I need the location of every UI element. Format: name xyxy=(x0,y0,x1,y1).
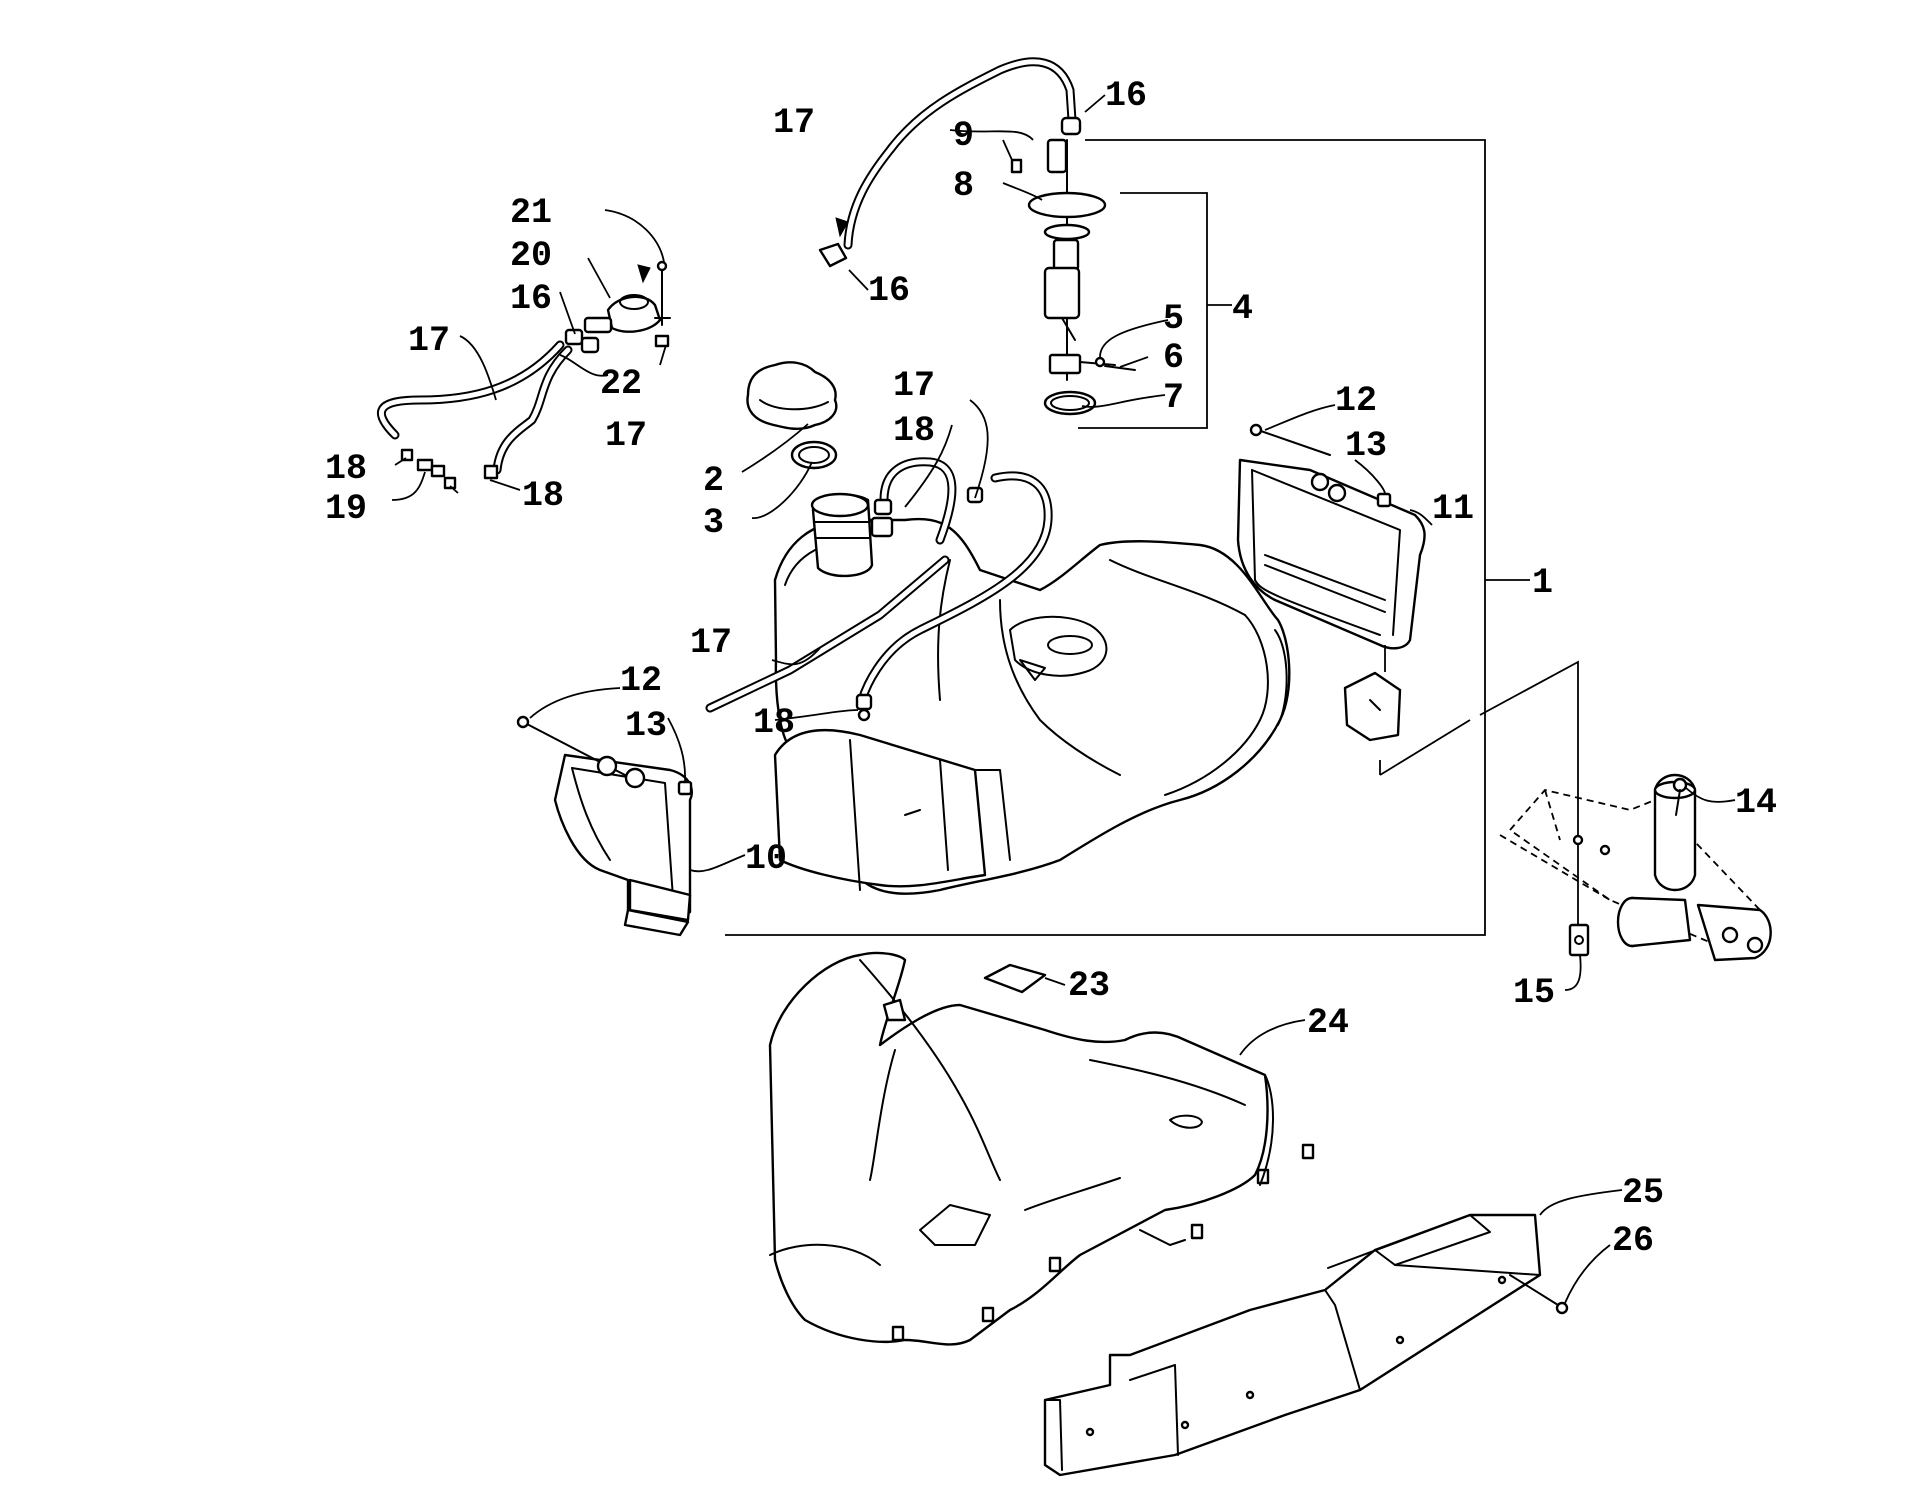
callout-leaders xyxy=(391,94,1736,1304)
callout-8: 8 xyxy=(953,166,974,206)
hose-17-right xyxy=(857,471,1053,705)
vent-hose-17-long xyxy=(376,340,565,440)
callout-12b: 12 xyxy=(1335,381,1377,421)
bracket-pad xyxy=(1343,671,1402,742)
frame-section xyxy=(1499,773,1772,962)
nut-13-left xyxy=(677,780,693,796)
callout-14: 14 xyxy=(1735,783,1777,823)
callout-17d: 17 xyxy=(893,366,935,406)
callout-16c: 16 xyxy=(510,279,552,319)
nut-22 xyxy=(654,334,670,348)
frame-channel-25 xyxy=(1043,1213,1542,1477)
callout-22: 22 xyxy=(600,364,642,404)
gasket-3 xyxy=(790,440,838,470)
callout-26: 26 xyxy=(1612,1221,1654,1261)
callout-6: 6 xyxy=(1163,338,1184,378)
hose-17-loop xyxy=(879,457,957,545)
callout-18b: 18 xyxy=(522,476,564,516)
gas-cap-2 xyxy=(746,361,838,431)
vent-valve-20 xyxy=(583,294,671,334)
callout-17a: 17 xyxy=(773,103,815,143)
screw-21 xyxy=(637,260,668,326)
callout-9: 9 xyxy=(953,116,974,156)
callout-2: 2 xyxy=(703,461,724,501)
assembly-1-bracket xyxy=(725,139,1530,936)
callout-20: 20 xyxy=(510,236,552,276)
callout-16b: 16 xyxy=(868,271,910,311)
callout-17c: 17 xyxy=(605,416,647,456)
callout-13b: 13 xyxy=(1345,426,1387,466)
callout-19: 19 xyxy=(325,489,367,529)
callout-17b: 17 xyxy=(408,321,450,361)
vent-hose-17-short xyxy=(492,345,573,475)
assembly-4-bracket xyxy=(1078,192,1232,429)
callout-13a: 13 xyxy=(625,706,667,746)
strap-bracket-11 xyxy=(1236,458,1426,650)
callout-7: 7 xyxy=(1163,378,1184,418)
callout-1: 1 xyxy=(1532,563,1553,603)
callout-15: 15 xyxy=(1513,973,1555,1013)
strap-bracket-10 xyxy=(553,753,693,937)
callout-4: 4 xyxy=(1232,289,1253,329)
callout-23: 23 xyxy=(1068,966,1110,1006)
callout-18d: 18 xyxy=(753,703,795,743)
callout-5: 5 xyxy=(1163,299,1184,339)
callout-17e: 17 xyxy=(690,623,732,663)
callout-3: 3 xyxy=(703,503,724,543)
bolt-14 xyxy=(1672,777,1688,816)
hose-17-diagonal xyxy=(705,555,950,713)
callout-labels: 1 2 3 4 5 6 7 8 9 10 11 12 12 13 13 14 1… xyxy=(325,76,1777,1261)
bolt-12-right xyxy=(1249,423,1347,503)
leader-pad-to-frame xyxy=(1379,645,1579,945)
callout-10: 10 xyxy=(745,839,787,879)
callout-16a: 16 xyxy=(1105,76,1147,116)
bolt-12-left xyxy=(516,715,646,789)
clamps-18-19 xyxy=(400,448,499,490)
callout-18c: 18 xyxy=(893,411,935,451)
hose-fitting-16-left xyxy=(818,217,849,268)
callout-25: 25 xyxy=(1622,1173,1664,1213)
callout-21: 21 xyxy=(510,193,552,233)
callout-12a: 12 xyxy=(620,661,662,701)
screw-26 xyxy=(1509,1274,1569,1315)
tray-24 xyxy=(768,951,1315,1346)
fuel-tank-body xyxy=(773,517,1291,895)
hose-fitting-16-top xyxy=(1060,116,1082,136)
pad-23 xyxy=(983,963,1047,994)
callout-18a: 18 xyxy=(325,449,367,489)
nut-13-right xyxy=(1376,492,1392,508)
fuel-pump-assembly-4 xyxy=(1010,138,1136,416)
hose-clamp-18 xyxy=(855,486,984,722)
filler-neck xyxy=(810,492,894,578)
callout-11: 11 xyxy=(1432,489,1474,529)
clip-15 xyxy=(1568,923,1590,957)
callout-24: 24 xyxy=(1307,1003,1349,1043)
hose-17-top xyxy=(843,57,1077,250)
